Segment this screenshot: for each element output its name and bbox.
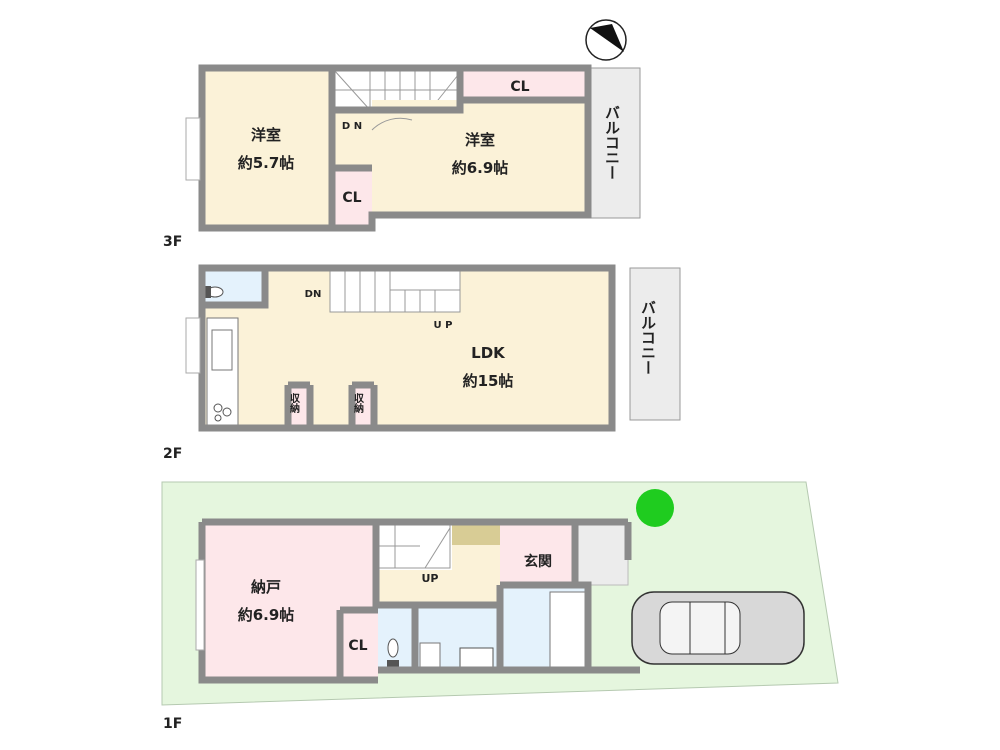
entrance <box>500 525 575 585</box>
storage-label: 収納 <box>288 393 300 414</box>
stairs-label: DN <box>305 289 322 300</box>
car-icon <box>631 591 805 665</box>
balcony-label: バルコニー <box>639 300 657 375</box>
sink-icon <box>459 647 494 669</box>
balcony-2f <box>629 267 681 421</box>
stairs-label: U P <box>434 320 453 331</box>
compass-icon <box>585 19 627 61</box>
room-label: 納戸 <box>251 578 281 596</box>
floor-3f: 洋室 約5.7帖 D N CL CL 洋室 約6.9帖 バルコニー 3F <box>163 64 641 250</box>
storage-2 <box>352 385 374 428</box>
door-swing <box>371 117 413 131</box>
room-size: 約6.9帖 <box>452 159 509 177</box>
balcony-label: バルコニー <box>603 105 621 180</box>
toilet-icon <box>387 638 399 667</box>
toilet-room <box>378 605 415 670</box>
room-label: 洋室 <box>251 126 281 144</box>
floor-label: 1F <box>163 716 182 732</box>
porch <box>574 524 629 586</box>
stairs-label: UP <box>422 572 439 585</box>
room-size: 約6.9帖 <box>238 606 295 624</box>
room-size: 約15帖 <box>463 372 514 390</box>
storage-label: 収納 <box>352 393 364 414</box>
closet-label: CL <box>348 638 367 654</box>
floor-label: 2F <box>163 446 182 462</box>
floor-label: 3F <box>163 234 182 250</box>
room-western-2 <box>372 100 585 215</box>
floor-2f: DN U P LDK 約15帖 収納 収納 バルコニー 2F <box>163 264 681 462</box>
room-label: LDK <box>471 344 506 362</box>
closet-label: CL <box>342 190 361 206</box>
toilet-room <box>202 268 265 305</box>
bathtub-icon <box>549 591 586 668</box>
closet-top <box>460 68 585 100</box>
stairs-label: D N <box>342 121 362 132</box>
toilet-icon <box>205 286 224 298</box>
window <box>185 117 201 181</box>
window <box>185 317 201 374</box>
room-size: 約5.7帖 <box>238 154 295 172</box>
sink-icon <box>211 329 233 371</box>
tree-icon <box>636 489 674 527</box>
room-label: 洋室 <box>465 131 495 149</box>
floor-1f: 納戸 約6.9帖 CL UP 玄関 1F <box>161 481 839 732</box>
entrance-label: 玄関 <box>524 553 552 570</box>
closet-label: CL <box>510 79 529 95</box>
room-western-1 <box>202 68 332 228</box>
window <box>195 559 205 651</box>
storage-1 <box>288 385 310 428</box>
closet <box>340 610 378 680</box>
stove-icon <box>213 403 232 422</box>
washer <box>419 642 441 669</box>
stairs <box>330 270 460 312</box>
closet-small <box>332 168 372 228</box>
